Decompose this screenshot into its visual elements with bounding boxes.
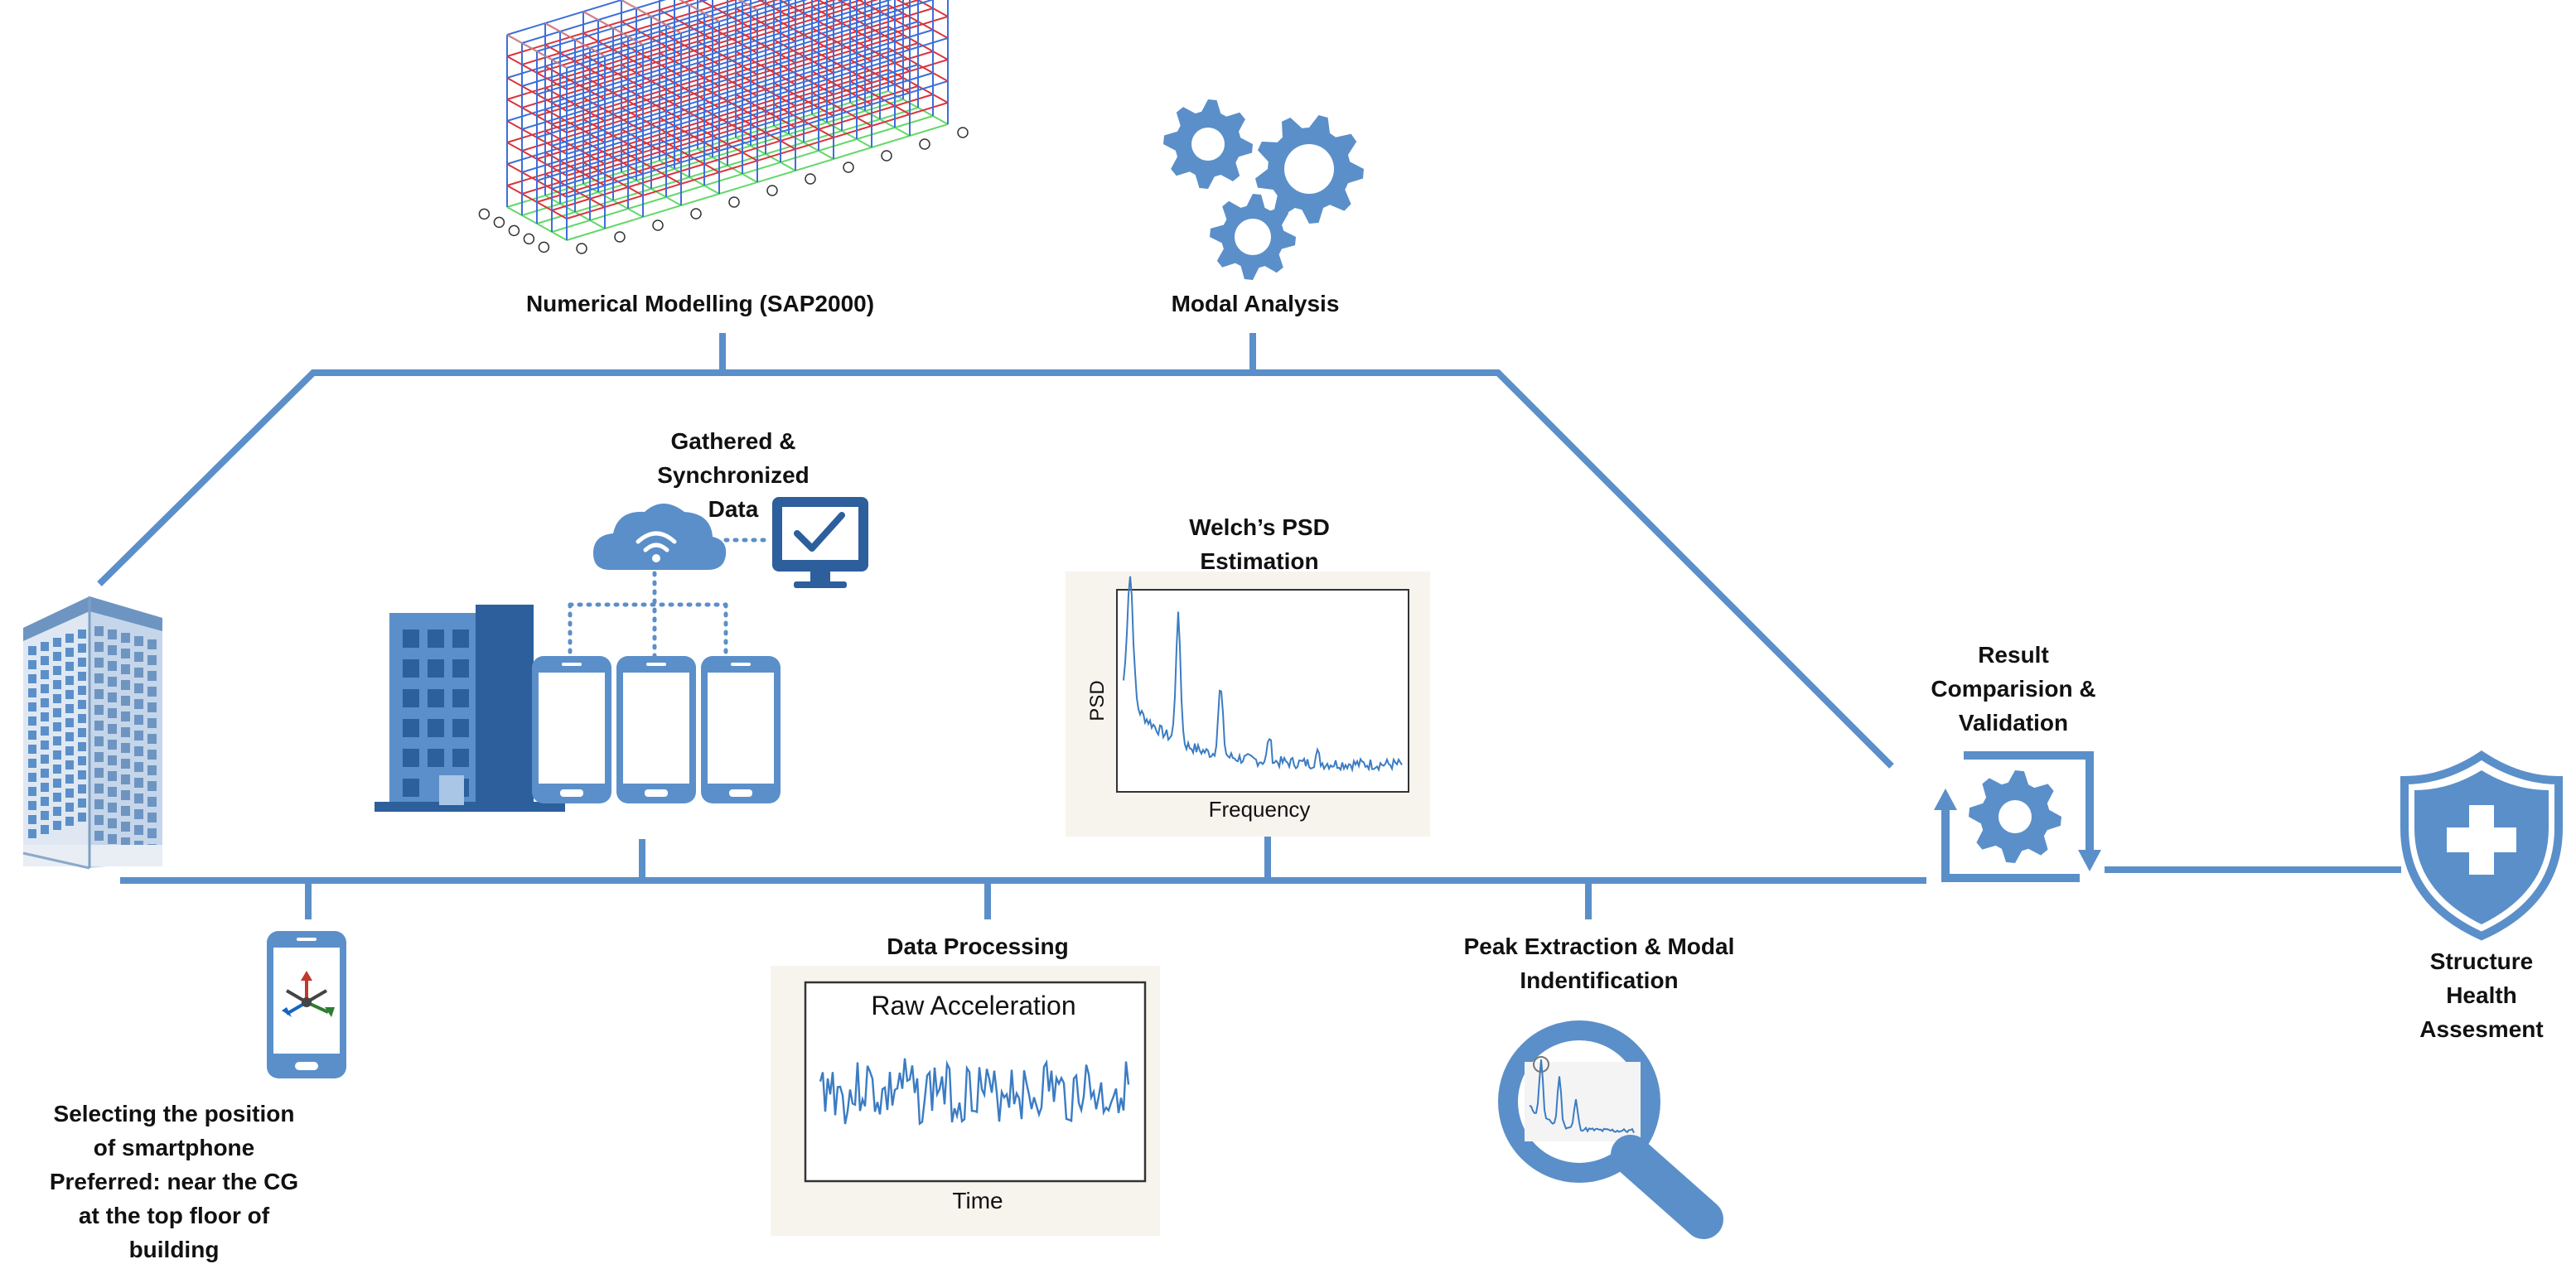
- smartphone-axes-icon: [267, 931, 346, 1078]
- sap-model-icon: [478, 0, 969, 254]
- magnifier-icon: [1498, 1020, 1723, 1239]
- gears-icon: [1163, 99, 1364, 280]
- raw-plot-title: Raw Acceleration: [871, 991, 1076, 1020]
- gear-cycle-icon: [1934, 751, 2101, 882]
- modal-analysis-label: Modal Analysis: [1171, 291, 1340, 316]
- raw-x-axis-label: Time: [952, 1188, 1003, 1213]
- building-icon: [22, 596, 162, 870]
- upper-trapezoid-line: [97, 369, 1894, 769]
- shield-cross-icon: [2400, 750, 2563, 941]
- data-processing-label: Data Processing: [887, 933, 1069, 959]
- monitor-check-icon: [772, 497, 868, 588]
- raw-acceleration-plot: [804, 981, 1147, 1183]
- office-building-icon: [375, 605, 565, 812]
- smartphone-row: [532, 656, 781, 803]
- psd-plot: [1116, 576, 1409, 793]
- psd-y-axis-label: PSD: [1086, 680, 1109, 721]
- psd-x-axis-label: Frequency: [1208, 797, 1311, 822]
- dotted-network-lines: [568, 538, 773, 662]
- numerical-modelling-label: Numerical Modelling (SAP2000): [525, 291, 875, 316]
- cloud-wifi-icon: [593, 504, 727, 570]
- connector-lines: [97, 333, 2401, 919]
